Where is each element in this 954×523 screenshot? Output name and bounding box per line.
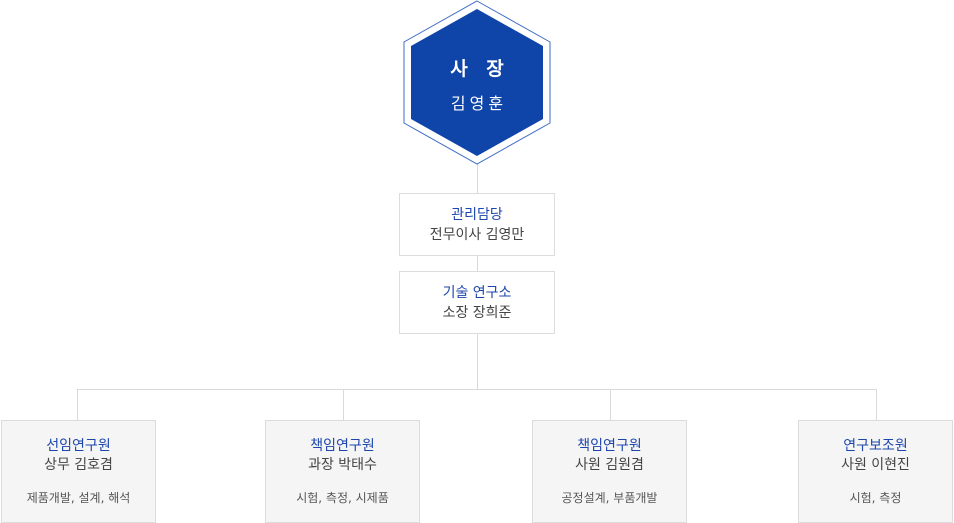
connector-management-lab bbox=[477, 255, 478, 272]
staff-person: 상무 김호겸 bbox=[44, 457, 113, 473]
staff-person: 사원 김원겸 bbox=[575, 457, 644, 473]
staff-card-3: 책임연구원 사원 김원겸 공정설계, 부품개발 bbox=[532, 420, 687, 523]
ceo-node: 사 장 김영훈 bbox=[402, 0, 552, 165]
management-role: 관리담당 bbox=[451, 207, 503, 223]
staff-duty: 공정설계, 부품개발 bbox=[561, 491, 658, 505]
connector-lab-bus bbox=[477, 333, 478, 390]
ceo-hexagon bbox=[403, 0, 551, 165]
management-person: 전무이사 김영만 bbox=[429, 227, 525, 243]
connector-drop-3 bbox=[610, 389, 611, 420]
staff-person: 과장 박태수 bbox=[308, 457, 377, 473]
connector-horizontal-bus bbox=[77, 389, 877, 390]
connector-drop-1 bbox=[77, 389, 78, 420]
staff-card-1: 선임연구원 상무 김호겸 제품개발, 설계, 해석 bbox=[1, 420, 156, 523]
management-box: 관리담당 전무이사 김영만 bbox=[399, 193, 555, 256]
staff-card-2: 책임연구원 과장 박태수 시험, 측정, 시제품 bbox=[265, 420, 420, 523]
connector-ceo-management bbox=[477, 163, 478, 194]
staff-role: 책임연구원 bbox=[310, 438, 375, 454]
ceo-title: 사 장 bbox=[450, 58, 510, 80]
staff-duty: 시험, 측정 bbox=[849, 491, 902, 505]
lab-box: 기술 연구소 소장 장희준 bbox=[399, 271, 555, 334]
staff-card-4: 연구보조원 사원 이현진 시험, 측정 bbox=[798, 420, 953, 523]
lab-person: 소장 장희준 bbox=[442, 305, 512, 321]
connector-drop-2 bbox=[343, 389, 344, 420]
staff-duty: 시험, 측정, 시제품 bbox=[296, 491, 389, 505]
ceo-name: 김영훈 bbox=[450, 94, 508, 113]
staff-role: 책임연구원 bbox=[577, 438, 642, 454]
staff-role: 선임연구원 bbox=[46, 438, 111, 454]
staff-person: 사원 이현진 bbox=[841, 457, 910, 473]
connector-drop-4 bbox=[876, 389, 877, 420]
staff-duty: 제품개발, 설계, 해석 bbox=[26, 491, 131, 505]
lab-role: 기술 연구소 bbox=[442, 285, 512, 301]
staff-role: 연구보조원 bbox=[843, 438, 908, 454]
